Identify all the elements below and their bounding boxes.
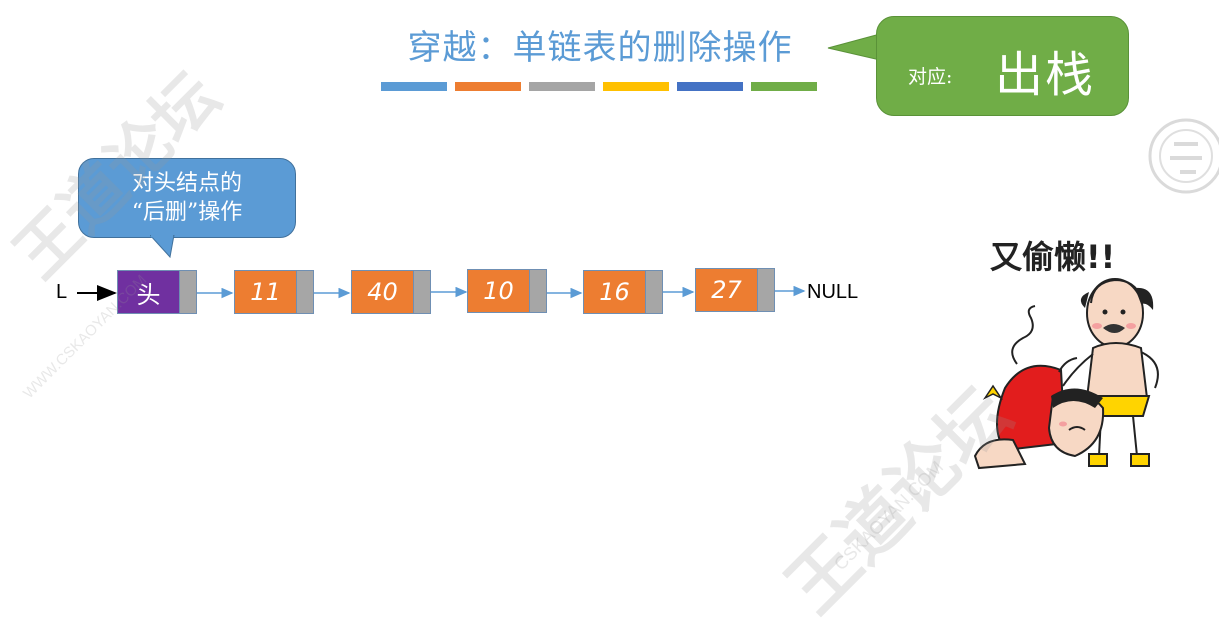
title-bar-6 bbox=[751, 82, 817, 91]
title-bar-5 bbox=[677, 82, 743, 91]
node-pointer-field bbox=[297, 270, 314, 314]
blue-callout: 对头结点的 “后删”操作 bbox=[78, 158, 296, 238]
list-node-1: 11 bbox=[234, 270, 314, 314]
meme-illustration bbox=[973, 278, 1159, 470]
list-node-head: 头 bbox=[117, 270, 197, 314]
green-callout-prefix: 对应: bbox=[908, 66, 953, 88]
list-arrows bbox=[77, 285, 806, 301]
head-pointer-label: L bbox=[56, 281, 68, 303]
title-bar-4 bbox=[603, 82, 669, 91]
list-node-3: 10 bbox=[467, 269, 547, 313]
green-callout-main: 出栈 bbox=[995, 47, 1096, 103]
node-pointer-field bbox=[414, 270, 431, 314]
green-callout: 对应: 出栈 bbox=[876, 16, 1129, 116]
slide-title: 穿越：单链表的删除操作 bbox=[407, 28, 793, 68]
title-bar-1 bbox=[381, 82, 447, 91]
node-data: 11 bbox=[234, 270, 297, 314]
node-pointer-field bbox=[646, 270, 663, 314]
null-label: NULL bbox=[807, 281, 859, 303]
watermark-seal-icon bbox=[1148, 118, 1219, 194]
node-data: 10 bbox=[467, 269, 530, 313]
node-data: 头 bbox=[117, 270, 180, 314]
blue-callout-line2: “后删”操作 bbox=[131, 200, 243, 225]
meme-caption: 又偷懒!! bbox=[990, 238, 1116, 276]
list-node-4: 16 bbox=[583, 270, 663, 314]
list-node-5: 27 bbox=[695, 268, 775, 312]
title-bar-2 bbox=[455, 82, 521, 91]
blue-callout-line1: 对头结点的 bbox=[131, 171, 242, 196]
title-bar-3 bbox=[529, 82, 595, 91]
blue-callout-tail bbox=[150, 235, 175, 259]
node-data: 40 bbox=[351, 270, 414, 314]
node-pointer-field bbox=[530, 269, 547, 313]
node-pointer-field bbox=[758, 268, 775, 312]
node-data: 16 bbox=[583, 270, 646, 314]
list-node-2: 40 bbox=[351, 270, 431, 314]
node-data: 27 bbox=[695, 268, 758, 312]
node-pointer-field bbox=[180, 270, 197, 314]
